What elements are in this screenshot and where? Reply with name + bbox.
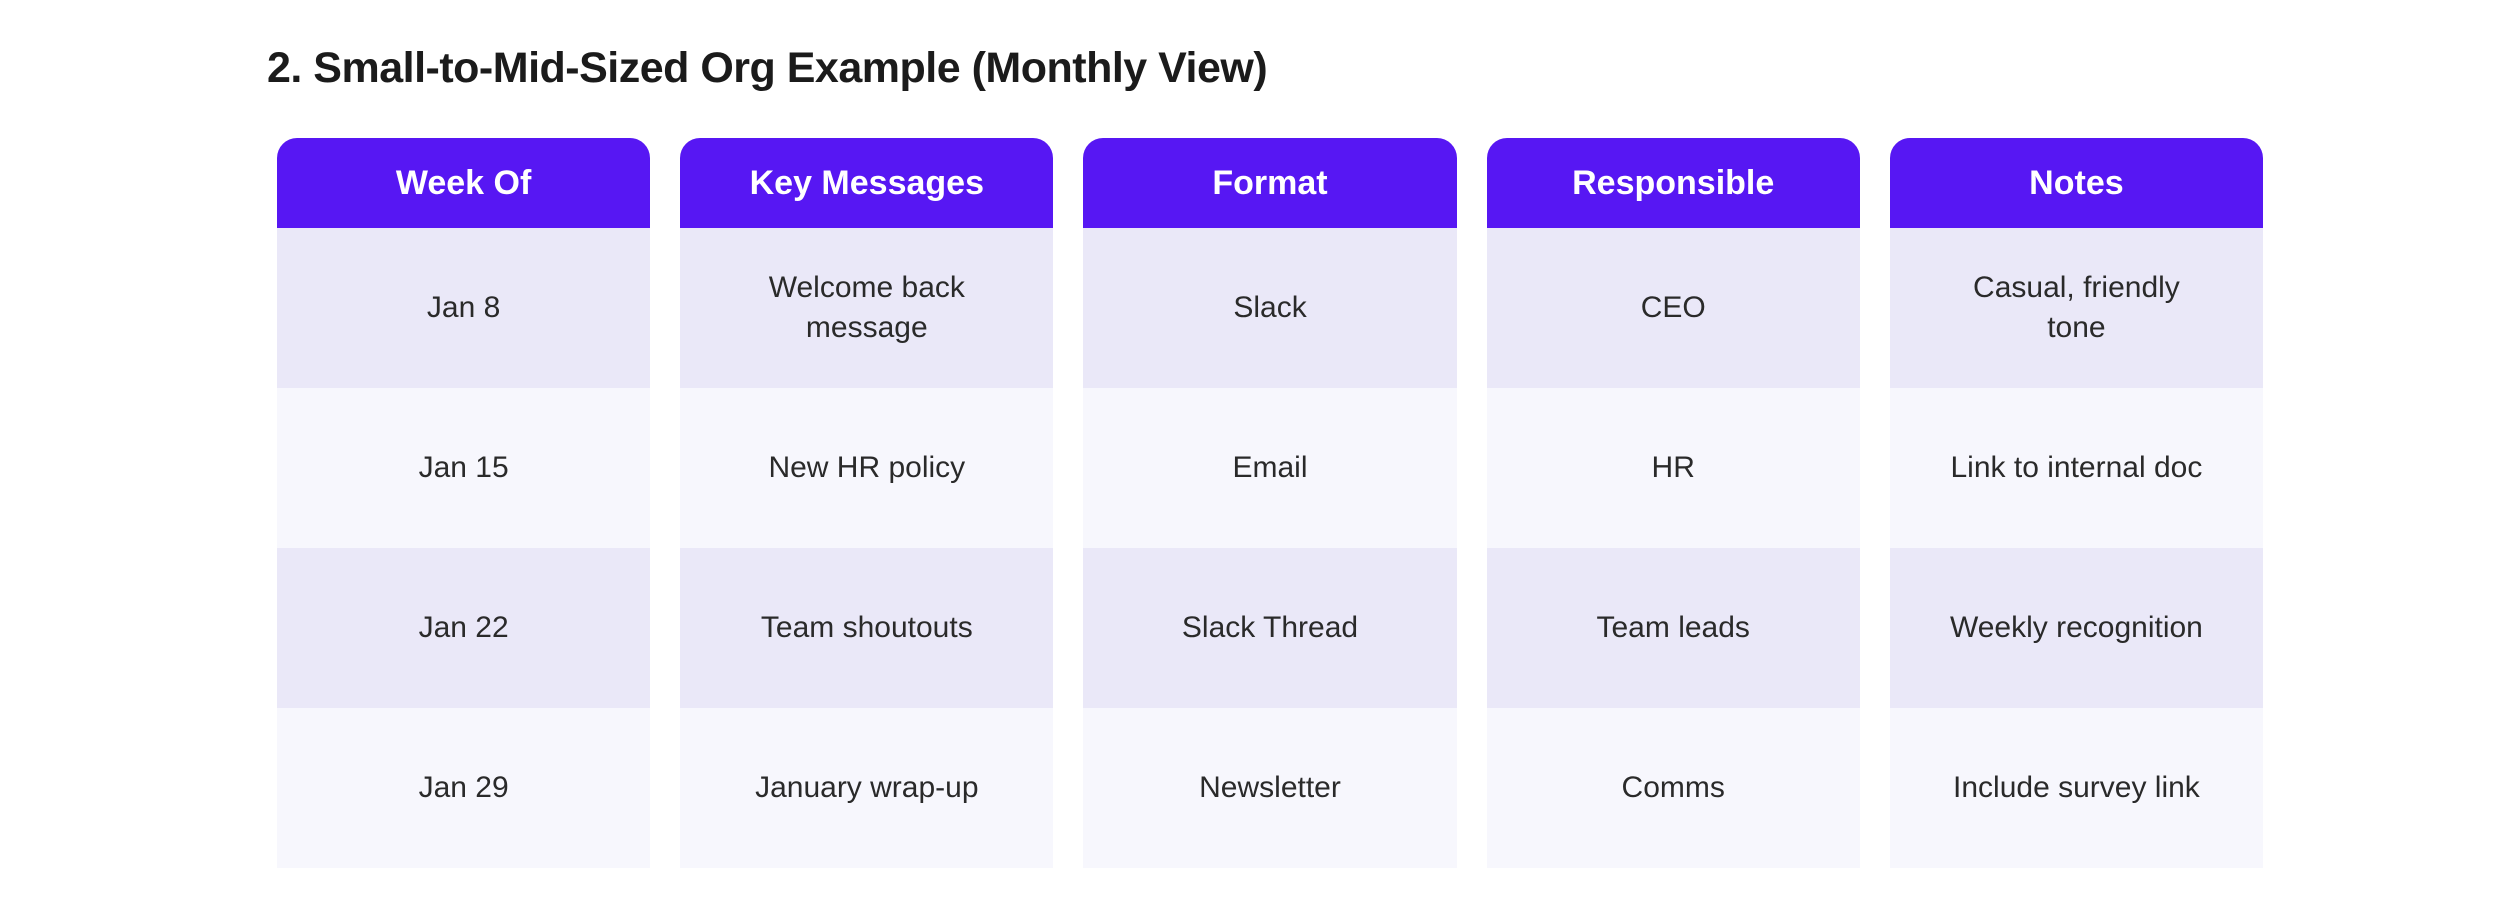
table-cell: Jan 8 xyxy=(277,228,651,388)
table-cell: Email xyxy=(1083,388,1457,548)
table-cell: CEO xyxy=(1486,228,1860,388)
table-cell: Welcome back message xyxy=(680,228,1054,388)
table-cell: Include survey link xyxy=(1889,708,2264,868)
table-cell: Comms xyxy=(1486,708,1860,868)
table-cell: Slack xyxy=(1083,228,1457,388)
table-cell: Team shoutouts xyxy=(680,548,1054,708)
table-cell: Slack Thread xyxy=(1083,548,1457,708)
column-header-week-of: Week Of xyxy=(277,138,651,228)
table-cell: Jan 22 xyxy=(277,548,651,708)
column-responsible: Responsible CEO HR Team leads Comms xyxy=(1486,138,1860,868)
schedule-table: Week Of Jan 8 Jan 15 Jan 22 Jan 29 Key M… xyxy=(277,138,2264,868)
column-format: Format Slack Email Slack Thread Newslett… xyxy=(1083,138,1457,868)
table-cell: Link to internal doc xyxy=(1889,388,2264,548)
table-cell: Casual, friendly tone xyxy=(1889,228,2264,388)
column-notes: Notes Casual, friendly tone Link to inte… xyxy=(1889,138,2264,868)
table-cell: Newsletter xyxy=(1083,708,1457,868)
table-cell: Weekly recognition xyxy=(1889,548,2264,708)
table-cell: HR xyxy=(1486,388,1860,548)
table-cell: New HR policy xyxy=(680,388,1054,548)
column-header-responsible: Responsible xyxy=(1486,138,1860,228)
column-key-messages: Key Messages Welcome back message New HR… xyxy=(680,138,1054,868)
column-header-key-messages: Key Messages xyxy=(680,138,1054,228)
table-cell: Jan 15 xyxy=(277,388,651,548)
column-header-format: Format xyxy=(1083,138,1457,228)
column-header-notes: Notes xyxy=(1889,138,2264,228)
table-cell: Team leads xyxy=(1486,548,1860,708)
section-title: 2. Small-to-Mid-Sized Org Example (Month… xyxy=(267,44,1268,92)
column-week-of: Week Of Jan 8 Jan 15 Jan 22 Jan 29 xyxy=(277,138,651,868)
table-cell: Jan 29 xyxy=(277,708,651,868)
table-cell: January wrap-up xyxy=(680,708,1054,868)
